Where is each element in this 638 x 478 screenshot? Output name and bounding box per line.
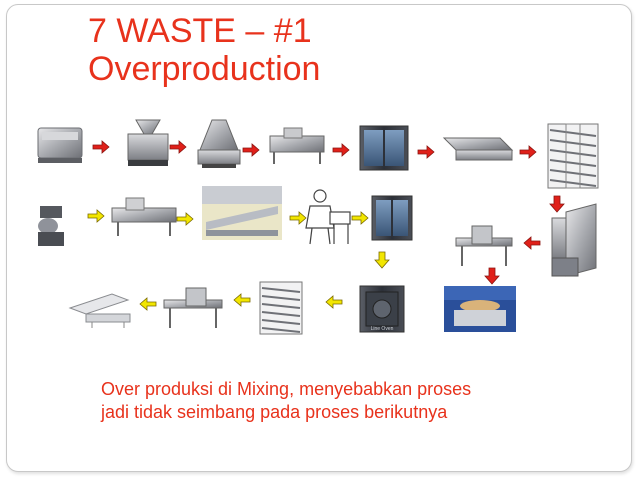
flow-arrows-red	[92, 140, 565, 285]
baker-worker-icon	[305, 189, 351, 245]
proofer-cabinet-icon	[359, 125, 409, 171]
right-arrow-icon	[87, 209, 105, 223]
wrapping-machine-icon	[68, 293, 131, 328]
right-arrow-icon	[92, 140, 110, 154]
slide-title: 7 WASTE – #1 Overproduction	[88, 12, 320, 88]
moulder-machine-icon	[269, 127, 325, 164]
right-arrow-icon	[417, 145, 435, 159]
right-arrow-icon	[519, 145, 537, 159]
production-line-icon	[202, 186, 282, 240]
slide-caption: Over produksi di Mixing, menyebabkan pro…	[101, 378, 471, 424]
left-arrow-icon	[233, 293, 251, 307]
down-arrow-icon	[484, 267, 500, 285]
down-arrow-icon	[549, 195, 565, 213]
left-arrow-icon	[139, 297, 157, 311]
mixer-machine-icon	[37, 127, 83, 163]
caption-line-1: Over produksi di Mixing, menyebabkan pro…	[101, 379, 472, 399]
packing-table-icon	[444, 286, 516, 332]
metal-detector-icon	[455, 225, 513, 266]
left-arrow-icon	[325, 295, 343, 309]
slicer-machine-icon	[551, 203, 597, 277]
rack-oven-icon	[371, 195, 413, 241]
left-arrow-icon	[523, 236, 541, 250]
dough-divider-icon	[127, 119, 169, 166]
slide-frame	[6, 4, 632, 472]
spiral-cooler-icon	[547, 123, 599, 189]
right-arrow-icon	[289, 211, 307, 225]
flow-arrows-yellow	[87, 209, 390, 311]
spiral-tower-icon	[259, 281, 303, 335]
rack-oven-icon: Line Oven	[359, 285, 405, 333]
right-arrow-icon	[169, 140, 187, 154]
title-line-1: 7 WASTE – #1	[88, 12, 312, 50]
right-arrow-icon	[332, 143, 350, 157]
title-line-2: Overproduction	[88, 50, 321, 88]
caption-line-2: jadi tidak seimbang pada proses berikutn…	[101, 402, 448, 422]
photo-label: Line Oven	[371, 326, 394, 332]
bun-line-icon	[111, 197, 177, 236]
rounder-machine-icon	[197, 119, 241, 168]
right-arrow-icon	[351, 211, 369, 225]
spiral-mixer-icon	[38, 206, 64, 246]
down-arrow-icon	[374, 251, 390, 269]
right-arrow-icon	[242, 143, 260, 157]
metal-detector-icon	[163, 287, 223, 328]
right-arrow-icon	[176, 212, 194, 226]
conveyor-icon	[442, 137, 514, 161]
